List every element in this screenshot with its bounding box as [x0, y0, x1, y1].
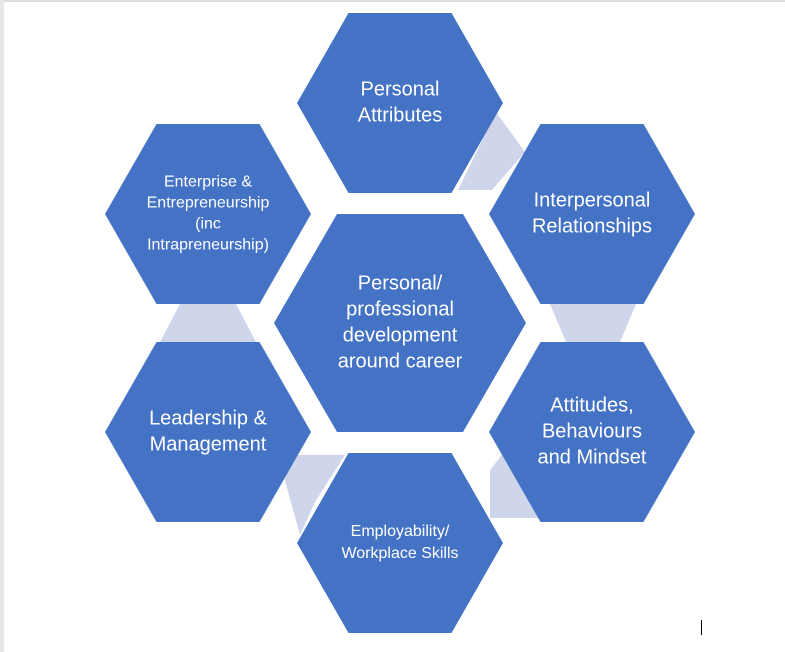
hexagon-center-personal-professional-development-label-line: around career [338, 350, 463, 372]
connector-4 [278, 455, 345, 535]
page-top-edge [0, 0, 785, 2]
text-cursor [701, 620, 702, 635]
hexagon-personal-attributes-shape [297, 13, 503, 193]
hexagon-employability-workplace-skills: Employability/Workplace Skills [297, 453, 503, 633]
hexagon-employability-workplace-skills-label-line: Workplace Skills [341, 545, 458, 562]
hexagon-center-personal-professional-development-label-line: development [343, 324, 458, 346]
hexagon-employability-workplace-skills-shape [297, 453, 503, 633]
hexagon-enterprise-entrepreneurship-shape [105, 124, 311, 304]
hexagon-attitudes-behaviours-mindset-label-line: and Mindset [538, 446, 647, 468]
hexagon-leadership-management-label-line: Management [150, 433, 267, 455]
hexagon-leadership-management-label-line: Leadership & [149, 407, 268, 429]
hexagon-interpersonal-relationships-label-line: Interpersonal [534, 189, 651, 211]
hexagon-center-personal-professional-development: Personal/professional development around c… [274, 214, 526, 432]
hexagon-center-personal-professional-development-label-line: professional [346, 298, 454, 320]
connector-1 [458, 112, 525, 190]
hexagon-attitudes-behaviours-mindset: Attitudes, Behaviours and Mindset [489, 342, 695, 522]
hexagon-enterprise-entrepreneurship-label-line: Enterprise & [164, 174, 252, 191]
hexagon-employability-workplace-skills-label-line: Employability/ [351, 523, 450, 540]
connector-5 [160, 304, 256, 342]
hexagon-attitudes-behaviours-mindset-label-line: Attitudes, [550, 394, 633, 416]
hexagon-enterprise-entrepreneurship-label-line: Intrapreneurship) [147, 237, 269, 254]
hexagon-enterprise-entrepreneurship-label-line: Entrepreneurship [147, 195, 270, 212]
hexagon-center-personal-professional-development-shape [274, 214, 526, 432]
hexagon-leadership-management-shape [105, 342, 311, 522]
hexagon-enterprise-entrepreneurship: Enterprise & Entrepreneurship (incIntrapre… [105, 124, 311, 304]
hexagon-interpersonal-relationships-shape [489, 124, 695, 304]
hexagon-layer: PersonalAttributesInterpersonalRelations… [105, 13, 695, 633]
hexagon-personal-attributes-label-line: Personal [361, 78, 440, 100]
hexagon-enterprise-entrepreneurship-label-line: (inc [195, 216, 221, 233]
hexagon-interpersonal-relationships-label-line: Relationships [532, 215, 652, 237]
page-left-edge [0, 0, 4, 652]
hexagon-center-personal-professional-development-label-line: Personal/ [358, 272, 443, 294]
hexagon-personal-attributes-label-line: Attributes [358, 104, 442, 126]
connector-2 [550, 304, 636, 342]
hexagon-leadership-management: Leadership & Management [105, 342, 311, 522]
hexagon-attitudes-behaviours-mindset-shape [489, 342, 695, 522]
hexagon-attitudes-behaviours-mindset-label-line: Behaviours [542, 420, 642, 442]
